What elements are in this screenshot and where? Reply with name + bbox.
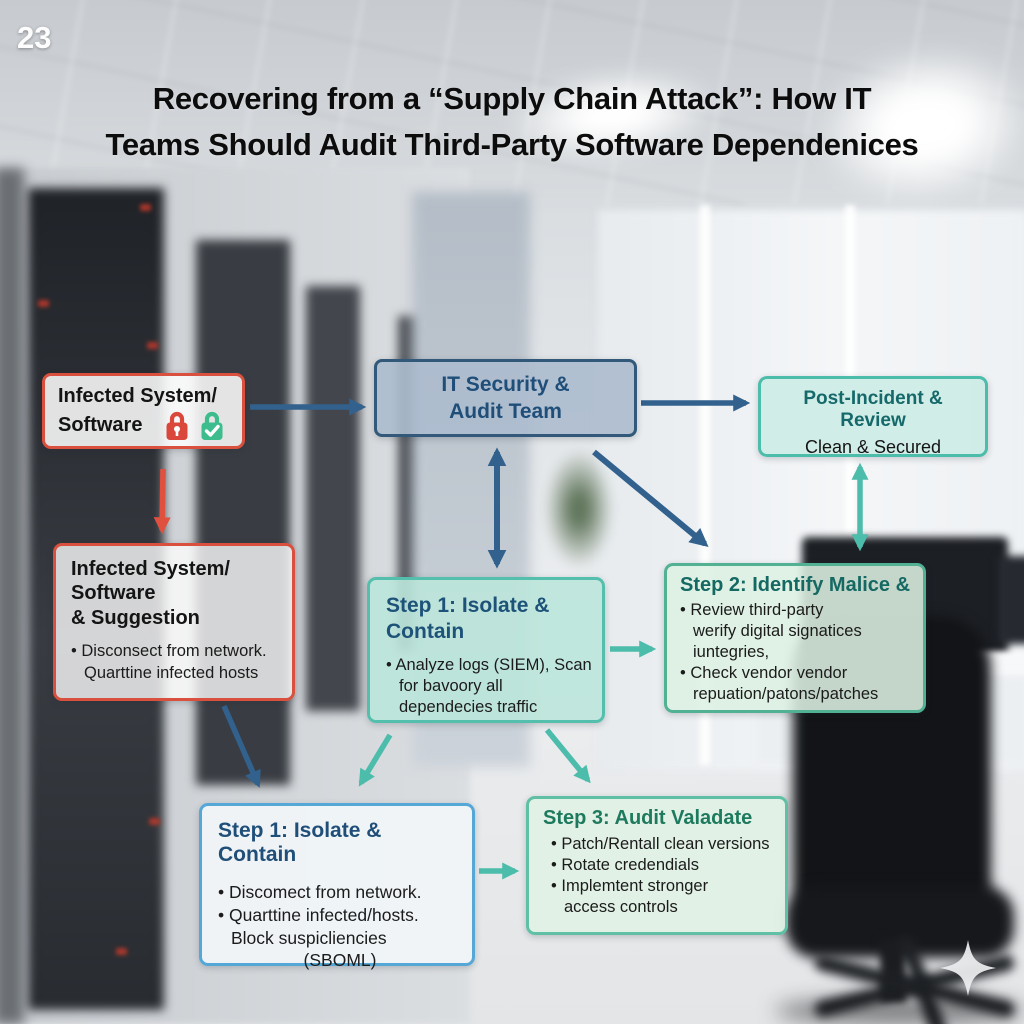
node-subtitle: Clean & Secured [804,437,942,457]
bullet-item: werify digital signatices [693,621,862,640]
node-title: Software [58,414,143,436]
node-step3-audit-validate: Step 3: Audit Valadate • Patch/Rentall c… [526,796,788,935]
bullet-item: iuntegries, [693,642,770,661]
node-bullets: • Discomect from network. • Quarttine in… [218,881,462,972]
rack-led [140,204,151,211]
node-title: IT Security & Audit Team [441,372,570,423]
bullet-item: dependecies traffic [399,697,538,716]
bullet-item: • Analyze logs (SIEM), Scan [386,655,592,674]
node-infected-system: Infected System/ Software [42,373,245,449]
node-bullets: • Analyze logs (SIEM), Scan for bavoory … [386,655,592,718]
node-title: Step 1: Isolate & Contain [218,819,382,866]
node-it-security-audit-team: IT Security & Audit Team [374,359,637,437]
rack-led [38,300,49,307]
node-bullets: • Review third-party werify digital sign… [680,600,915,705]
node-step1-isolate-contain-bottom: Step 1: Isolate & Contain • Discomect fr… [199,803,475,970]
bullet-item: Block suspicliencies [231,927,387,948]
node-title: Post-Incident & Review [803,388,943,431]
rack-led [149,818,160,825]
bullet-item: • Rotate credendials [551,856,699,875]
server-rack [306,286,360,711]
bullet-item: Quarttine infected hosts [84,663,259,682]
slide-title: Recovering from a “Supply Chain Attack”:… [0,76,1024,168]
title-line-1: Recovering from a “Supply Chain Attack”:… [152,81,872,116]
node-bullets: • Disconsect from network. Quarttine inf… [71,641,282,684]
rack-led [116,948,127,955]
bullet-item: repuation/patons/patches [693,684,879,703]
node-title: Infected System/ [58,385,217,407]
bullet-item: (SBOML) [303,950,377,971]
bullet-item: • Patch/Rentall clean versions [551,835,770,853]
sparkle-icon [940,940,996,996]
office-plant [545,450,613,568]
node-infected-system-suggestion: Infected System/ Software & Suggestion •… [53,543,295,701]
node-title: Infected System/ Software & Suggestion [71,558,230,629]
bullet-item: • Quarttine infected/hosts. [218,904,419,925]
node-post-incident-review: Post-Incident & Review Clean & Secured [758,376,988,457]
rack-led [147,342,158,349]
green-check-lock-icon [201,411,223,440]
bullet-item: • Check vendor vendor [680,663,848,682]
node-bullets: • Patch/Rentall clean versions • Rotate … [543,834,777,918]
title-line-2: Teams Should Audit Third-Party Software … [105,126,919,162]
node-title: Step 3: Audit Valadate [543,807,753,829]
node-step2-identify-malice: Step 2: Identify Malice & • Review third… [664,563,926,713]
bullet-item: • Implemtent stronger [551,877,709,896]
node-step1-isolate-contain-center: Step 1: Isolate & Contain • Analyze logs… [367,577,605,723]
bullet-item: access controls [564,898,678,917]
bullet-item: • Review third-party [680,601,824,619]
slide-number: 23 [17,20,52,55]
bullet-item: • Disconsect from network. [71,642,267,661]
bullet-item: • Discomect from network. [218,882,422,902]
server-rack [196,240,290,785]
bullet-item: for bavoory all [399,676,503,695]
node-title: Step 1: Isolate & Contain [386,594,550,644]
red-lock-icon [166,411,188,440]
node-title: Step 2: Identify Malice & [680,574,911,596]
